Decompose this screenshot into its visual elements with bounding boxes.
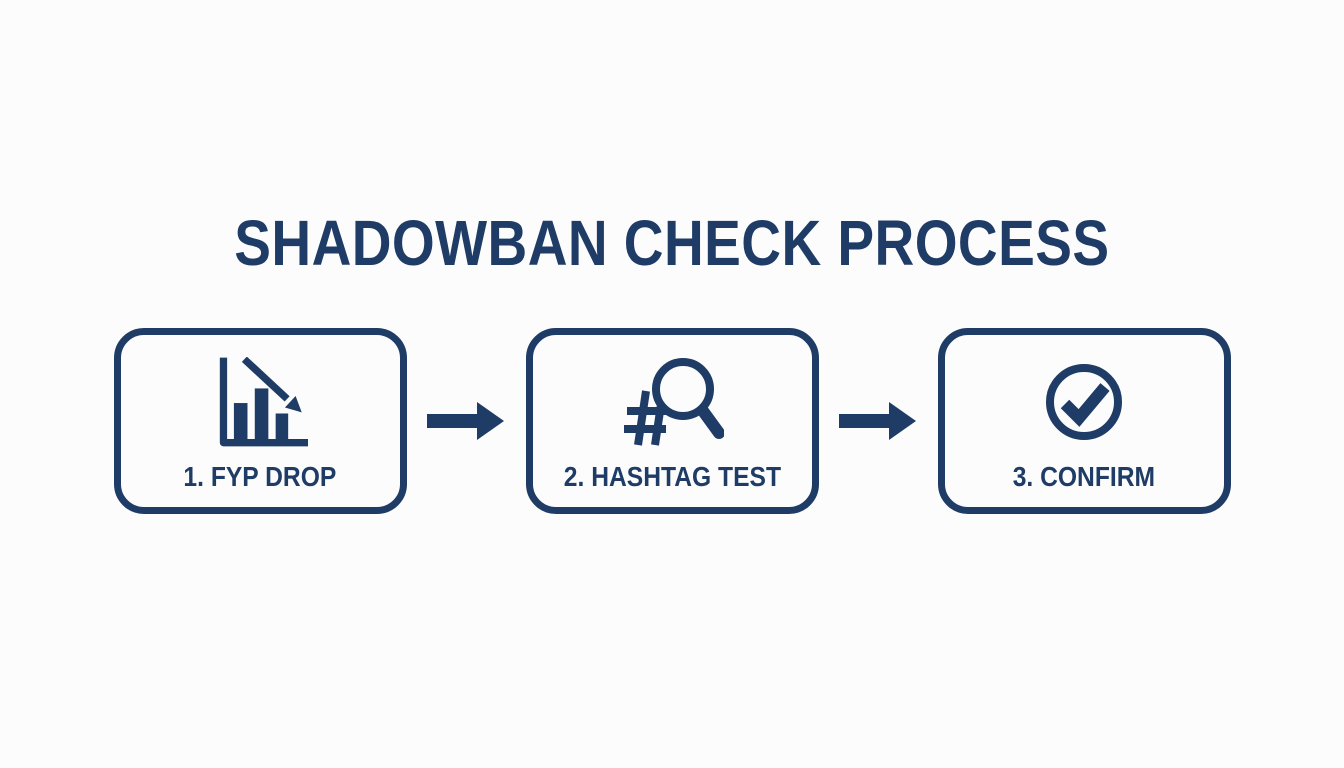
page-title: SHADOWBAN CHECK PROCESS	[0, 206, 1344, 279]
flow-connector	[407, 328, 526, 514]
step-label: 3. CONFIRM	[1012, 461, 1156, 492]
arrow-right-icon	[427, 402, 504, 440]
page-title-text: SHADOWBAN CHECK PROCESS	[234, 206, 1110, 279]
flow-connector	[819, 328, 938, 514]
declining-bar-chart-icon	[212, 355, 308, 449]
process-flow: 1. FYP DROP 2. HASHTAG TEST	[0, 328, 1344, 514]
step-card-hashtag-test: 2. HASHTAG TEST	[525, 328, 819, 514]
step-label: 1. FYP DROP	[183, 461, 337, 492]
check-circle-icon	[1042, 355, 1126, 449]
step-card-fyp-drop: 1. FYP DROP	[113, 328, 407, 514]
step-card-confirm: 3. CONFIRM	[937, 328, 1231, 514]
arrow-right-icon	[839, 402, 916, 440]
hashtag-magnifier-icon	[620, 355, 724, 449]
step-label: 2. HASHTAG TEST	[563, 461, 781, 492]
